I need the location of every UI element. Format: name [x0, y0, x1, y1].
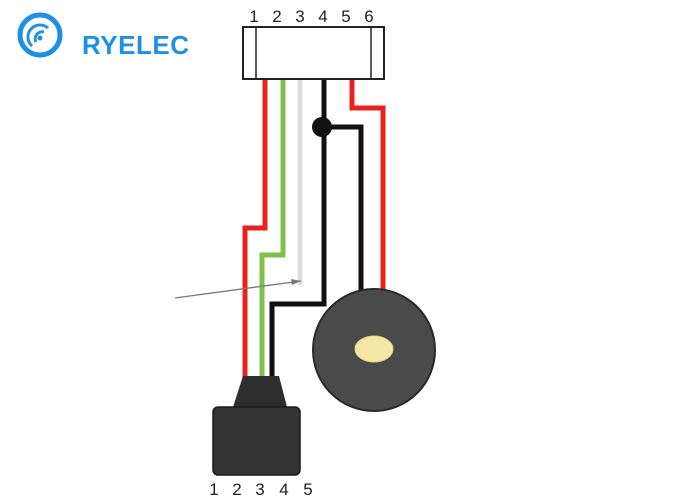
wire-red-1 [242, 80, 268, 378]
bottom-plug [212, 376, 301, 476]
bottom-pin-label-4: 4 [279, 480, 288, 499]
wire-red-5 [349, 80, 386, 312]
top-pin-label-6: 6 [364, 7, 373, 26]
top-pin-label-1: 1 [249, 7, 258, 26]
bottom-pin-label-2: 2 [232, 480, 241, 499]
wire-black-4 [269, 80, 327, 378]
top-pin-label-4: 4 [318, 7, 327, 26]
brand-name: RYELEC [82, 30, 190, 60]
pointer-arrowhead [291, 279, 301, 285]
pointer-arrow [174, 280, 302, 299]
top-pin-label-5: 5 [341, 7, 350, 26]
bottom-pin-label-1: 1 [209, 480, 218, 499]
top-connector [242, 26, 385, 80]
wifi-signal-circle-icon [17, 12, 63, 58]
bottom-pin-label-3: 3 [255, 480, 264, 499]
wire-green-2 [259, 80, 286, 378]
top-pin-label-3: 3 [295, 7, 304, 26]
wire-black-buzzer [324, 124, 364, 312]
bottom-pin-label-5: 5 [303, 480, 312, 499]
brand-logo: RYELEC [10, 8, 189, 62]
junction-dot [312, 117, 332, 137]
top-pin-label-2: 2 [272, 7, 281, 26]
buzzer-disc [312, 288, 436, 412]
